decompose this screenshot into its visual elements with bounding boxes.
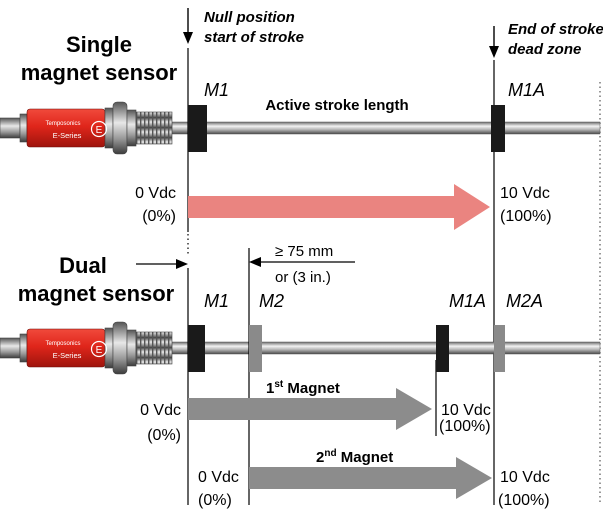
second-start-vdc: 0 Vdc xyxy=(198,469,239,486)
dual-m2a-label: M2A xyxy=(506,291,543,311)
dual-magnet-m1 xyxy=(188,325,205,372)
dual-m1a-label: M1A xyxy=(449,291,486,311)
dual-magnet-m2 xyxy=(249,325,262,372)
first-end-vdc: 10 Vdc xyxy=(441,402,491,419)
single-sensor-rod xyxy=(171,121,601,135)
single-start-vdc: 0 Vdc xyxy=(135,185,176,202)
single-sensor-badge: E xyxy=(96,125,103,136)
first-end-pct: (100%) xyxy=(439,418,491,435)
dual-sensor-head: Temposonics E-Series E xyxy=(0,321,173,375)
second-magnet-arrow xyxy=(249,457,492,499)
dual-sensor-subtitle: magnet sensor xyxy=(18,281,175,306)
single-m1-label: M1 xyxy=(204,80,229,100)
dual-sensor-title: Dual xyxy=(59,253,107,278)
second-magnet-label: 2nd Magnet xyxy=(316,448,393,466)
single-sensor-series: E-Series xyxy=(53,131,82,140)
dual-magnet-m2a xyxy=(494,325,505,372)
single-m1a-label: M1A xyxy=(508,80,545,100)
dual-sensor-rod xyxy=(171,341,601,355)
first-magnet-label: 1st Magnet xyxy=(266,379,340,397)
second-start-pct: (0%) xyxy=(198,492,232,509)
single-sensor-brand: Temposonics xyxy=(45,121,80,127)
end-of-stroke-marker xyxy=(489,26,499,58)
dual-sensor-brand: Temposonics xyxy=(45,341,80,347)
dead-zone-label: dead zone xyxy=(508,41,581,58)
null-position-label: Null position xyxy=(204,9,295,26)
null-position-marker xyxy=(183,8,193,44)
end-of-stroke-label: End of stroke xyxy=(508,21,603,38)
single-sensor-subtitle: magnet sensor xyxy=(21,60,178,85)
single-sensor-head: Temposonics E-Series E xyxy=(0,101,173,155)
dual-null-arrow xyxy=(136,259,188,269)
single-magnet-m1a xyxy=(491,105,505,152)
min-spacing-arrow xyxy=(249,257,355,267)
dual-m1-label: M1 xyxy=(204,291,229,311)
min-spacing-mm: ≥ 75 mm xyxy=(275,243,333,260)
single-end-vdc: 10 Vdc xyxy=(500,185,550,202)
dual-sensor-badge: E xyxy=(96,345,103,356)
single-sensor-title: Single xyxy=(66,32,132,57)
single-magnet-m1 xyxy=(188,105,207,152)
dual-sensor-series: E-Series xyxy=(53,351,82,360)
first-start-pct: (0%) xyxy=(147,427,181,444)
single-output-arrow xyxy=(188,184,490,230)
first-start-vdc: 0 Vdc xyxy=(140,402,181,419)
dual-magnet-m1a xyxy=(436,325,449,372)
second-end-vdc: 10 Vdc xyxy=(500,469,550,486)
first-magnet-arrow xyxy=(188,388,432,430)
min-spacing-in: or (3 in.) xyxy=(275,269,331,286)
dual-m2-label: M2 xyxy=(259,291,284,311)
active-stroke-label: Active stroke length xyxy=(265,97,408,114)
dual-sensor-badge-icon xyxy=(90,340,108,358)
second-end-pct: (100%) xyxy=(498,492,550,509)
single-sensor-badge-icon xyxy=(90,120,108,138)
single-end-pct: (100%) xyxy=(500,208,552,225)
start-of-stroke-label: start of stroke xyxy=(204,29,304,46)
single-start-pct: (0%) xyxy=(142,208,176,225)
